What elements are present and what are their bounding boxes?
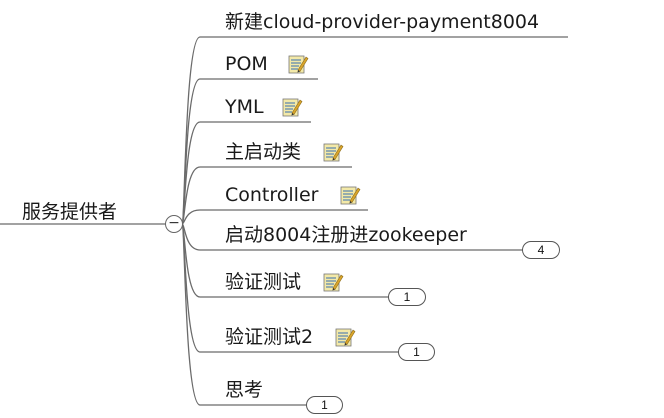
topic-connector [181,209,368,225]
subtopic-label[interactable]: Controller [225,184,319,206]
child-count-badge[interactable]: 4 [522,241,560,259]
collapse-toggle-button[interactable]: − [165,215,183,233]
topic-connector [181,121,311,225]
subtopic-label[interactable]: YML [225,96,264,118]
child-count-badge[interactable]: 1 [306,396,343,414]
child-count-badge[interactable]: 1 [398,343,435,361]
notes-icon[interactable] [287,53,309,75]
notes-icon[interactable] [334,326,356,348]
subtopic-label[interactable]: 验证测试2 [225,326,314,348]
notes-icon[interactable] [339,184,361,206]
child-count-badge[interactable]: 1 [388,288,426,306]
root-topic[interactable]: 服务提供者 [22,201,118,223]
subtopic-label[interactable]: 新建cloud-provider-payment8004 [225,11,540,33]
subtopic-label[interactable]: POM [225,53,268,75]
notes-icon[interactable] [322,271,344,293]
subtopic-label[interactable]: 思考 [225,379,264,401]
subtopic-label[interactable]: 验证测试 [225,271,302,293]
notes-icon[interactable] [281,96,303,118]
notes-icon[interactable] [322,141,344,163]
subtopic-label[interactable]: 启动8004注册进zookeeper [225,224,467,246]
subtopic-label[interactable]: 主启动类 [225,141,302,163]
topic-connector [181,223,341,406]
